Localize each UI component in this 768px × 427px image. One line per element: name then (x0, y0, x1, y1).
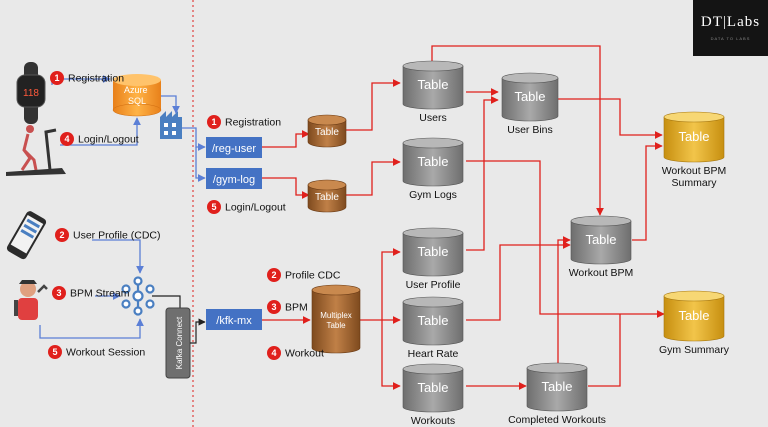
caption-users: Users (419, 112, 446, 124)
badge-registration-topic: 1 Registration (207, 115, 281, 129)
table-heart-rate: Table (402, 296, 464, 346)
table-bronze-gym: Table (307, 179, 347, 213)
svg-text:4: 4 (271, 348, 276, 358)
table-user-profile: Table (402, 227, 464, 277)
badge-login-topic: 5 Login/Logout (207, 200, 286, 214)
svg-text:Login/Logout: Login/Logout (225, 202, 286, 214)
badge-workout-topic: 4 Workout (267, 346, 324, 360)
caption-user-profile: User Profile (406, 279, 461, 291)
table-gym-logs: Table (402, 137, 464, 187)
table-workout-bpm-label: Table (585, 232, 616, 247)
factory-icon (160, 111, 182, 139)
svg-text:2: 2 (59, 230, 64, 240)
table-gym-logs-label: Table (417, 154, 448, 169)
svg-text:3: 3 (56, 288, 61, 298)
svg-text:BPM Stream: BPM Stream (70, 288, 130, 300)
fitness-watch-icon: 118 (16, 62, 46, 124)
azure-sql-label: Azure SQL (124, 85, 150, 106)
logo-text: DT|Labs (700, 14, 761, 30)
table-user-bins-label: Table (514, 89, 545, 104)
caption-workouts: Workouts (411, 415, 455, 427)
table-gym-summary-label: Table (678, 308, 709, 323)
table-completed-workouts: Table (526, 362, 588, 412)
svg-text:Registration: Registration (225, 117, 281, 129)
kafka-icon (121, 276, 155, 316)
azure-sql-database-icon (112, 74, 162, 117)
topic-reg-user-label: /reg-user (212, 143, 256, 155)
profile-to-kafka-arrow (92, 239, 144, 274)
svg-text:Registration: Registration (68, 73, 124, 85)
table-bronze-reg: Table (307, 114, 347, 148)
table-completed-workouts-label: Table (541, 379, 572, 394)
table-users: Table (402, 60, 464, 110)
svg-text:3: 3 (271, 302, 276, 312)
topic-kfk-mx (206, 309, 262, 330)
badge-bpm-stream-src: 3 BPM Stream (52, 286, 130, 300)
svg-text:5: 5 (52, 347, 57, 357)
topic-gym-log (206, 168, 262, 189)
azure-to-factory-arrow (161, 95, 180, 114)
svg-text:1: 1 (211, 117, 216, 127)
badge-registration-src: 1 Registration (50, 71, 124, 85)
table-heart-rate-label: Table (417, 313, 448, 328)
table-users-label: Table (417, 77, 448, 92)
factory-to-gym-arrow (195, 147, 206, 182)
topic-gym-log-label: /gym-log (213, 174, 255, 186)
logo-tagline: DATA TO LABS (710, 36, 751, 41)
treadmill-icon (6, 125, 66, 176)
table-workout-bpm-summary: Table (663, 111, 725, 163)
phone-icon (6, 211, 47, 260)
table-bronze-gym-label: Table (315, 192, 339, 203)
svg-text:2: 2 (271, 270, 276, 280)
workout-to-kafka-arrow (39, 318, 144, 339)
badge-login-src: 4 Login/Logout (60, 132, 139, 146)
svg-text:BPM: BPM (285, 302, 308, 314)
badge-user-profile-src: 2 User Profile (CDC) (55, 228, 161, 242)
badge-workout-session-src: 5 Workout Session (48, 345, 145, 359)
table-user-profile-label: Table (417, 244, 448, 259)
caption-completed-workouts: Completed Workouts (508, 414, 606, 426)
caption-user-bins: User Bins (507, 124, 553, 136)
table-workout-bpm: Table (570, 215, 632, 265)
svg-text:4: 4 (64, 134, 69, 144)
login-arrow (60, 117, 141, 146)
badge-bpm-topic: 3 BPM (267, 300, 308, 314)
flow-arrows (262, 45, 665, 390)
table-workouts: Table (402, 363, 464, 413)
cyclist-icon (14, 280, 48, 320)
factory-to-reg-arrow (182, 127, 206, 151)
connect-to-kfk-arrow (190, 318, 206, 344)
svg-text:Workout Session: Workout Session (66, 347, 145, 359)
table-workout-bpm-summary-label: Table (678, 129, 709, 144)
topic-reg-user (206, 137, 262, 158)
table-user-bins: Table (501, 72, 559, 122)
caption-heart-rate: Heart Rate (408, 348, 459, 360)
svg-text:Login/Logout: Login/Logout (78, 134, 139, 146)
badge-profile-cdc-topic: 2 Profile CDC (267, 268, 341, 282)
svg-text:Workout: Workout (285, 348, 324, 360)
table-gym-summary: Table (663, 290, 725, 342)
table-bronze-reg-label: Table (315, 127, 339, 138)
svg-text:User Profile (CDC): User Profile (CDC) (73, 230, 161, 242)
kafka-connect-label: Kafka Connect (175, 316, 184, 369)
topic-kfk-mx-label: /kfk-mx (216, 315, 252, 327)
svg-text:5: 5 (211, 202, 216, 212)
dtlabs-logo: DT|Labs DATA TO LABS (693, 0, 768, 56)
caption-workout-bpm: Workout BPM (569, 267, 634, 279)
caption-gym-summary: Gym Summary (659, 344, 730, 356)
svg-text:Profile CDC: Profile CDC (285, 270, 341, 282)
svg-text:118: 118 (23, 88, 39, 99)
kafka-to-connect-line (152, 295, 181, 308)
caption-gym-logs: Gym Logs (409, 189, 457, 201)
svg-text:1: 1 (54, 73, 59, 83)
table-workouts-label: Table (417, 380, 448, 395)
